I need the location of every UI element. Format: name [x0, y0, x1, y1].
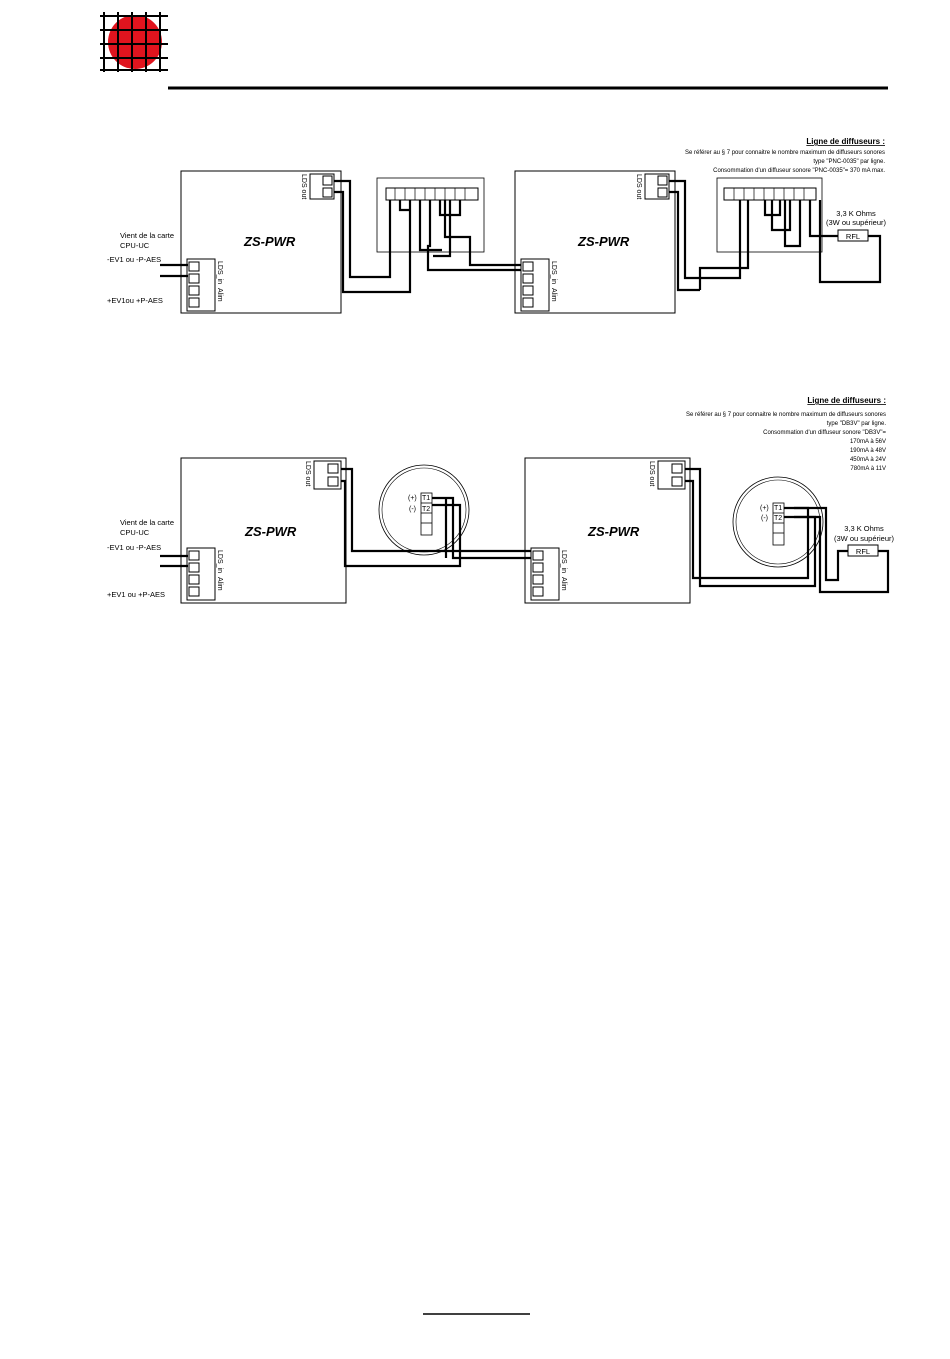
ligne-line3: Consommation d'un diffuseur sonore "PNC-…	[713, 168, 885, 174]
neg-label: -EV1 ou -P-AES	[107, 255, 161, 264]
t2-label: T2	[422, 506, 430, 513]
t2-label: T2	[774, 515, 782, 522]
lds-in-label: LDS_in	[560, 550, 567, 573]
minus-label: (-)	[761, 515, 768, 522]
diffuser-terminal-block-1	[376, 177, 485, 253]
lds-out-label: LDS out	[304, 461, 311, 486]
wiring-pnc	[334, 179, 882, 294]
zs-pwr-board-right: ZS-PWR LDS out LDS_in Alim	[524, 457, 691, 604]
board-title: ZS-PWR	[244, 524, 297, 539]
source-label-2: CPU-UC	[120, 528, 150, 537]
alim-label: Alim	[560, 577, 567, 591]
ligne-line1: Se référer au § 7 pour connaitre le nomb…	[686, 412, 886, 418]
lds-in-label: LDS_in	[550, 261, 557, 284]
source-label-2: CPU-UC	[120, 241, 150, 250]
alim-label: Alim	[216, 288, 223, 302]
ligne-title: Ligne de diffuseurs :	[807, 396, 886, 405]
alim-label: Alim	[550, 288, 557, 302]
minus-label: (-)	[409, 506, 416, 513]
logo-grid	[100, 12, 168, 72]
lds-in-label: LDS_in	[216, 550, 223, 573]
zs-pwr-board-left: ZS-PWR LDS out LDS_in Alim	[180, 457, 347, 604]
resistor-value: 3,3 K Ohms	[844, 524, 884, 533]
lds-out-label: LDS out	[635, 174, 642, 199]
ligne-line1: Se référer au § 7 pour connaitre le nomb…	[685, 150, 885, 156]
zs-pwr-board-left: ZS-PWR LDS out LDS_in Alim	[180, 170, 342, 314]
source-wires	[160, 554, 188, 568]
t1-label: T1	[774, 505, 782, 512]
pos-label: +EV1 ou +P-AES	[107, 590, 165, 599]
neg-label: -EV1 ou -P-AES	[107, 543, 161, 552]
db3v-sounder-1: (+) (-) T1 T2	[378, 464, 470, 556]
ligne-line2: type "DB3V" par ligne.	[827, 421, 887, 427]
resistor-note: (3W ou supérieur)	[826, 218, 887, 227]
logo-red-disc	[108, 15, 162, 69]
wiring-db3v	[341, 467, 890, 594]
lds-out-label: LDS out	[648, 461, 655, 486]
lds-out-label: LDS out	[300, 174, 307, 199]
consumption-3: 450mA à 24V	[850, 457, 886, 463]
pos-label: +EV1ou +P-AES	[107, 296, 163, 305]
zs-pwr-board-right: ZS-PWR LDS out LDS_in Alim	[514, 170, 676, 314]
diagram-pnc: Ligne de diffuseurs : Se référer au § 7 …	[107, 137, 887, 314]
resistor-value: 3,3 K Ohms	[836, 209, 876, 218]
board-title: ZS-PWR	[587, 524, 640, 539]
consumption-1: 170mA à 56V	[850, 439, 886, 445]
source-label-1: Vient de la carte	[120, 518, 174, 527]
ligne-line2: type "PNC-0035" par ligne.	[813, 159, 885, 165]
db3v-sounder-2: (+) (-) T1 T2	[732, 476, 824, 568]
board-title: ZS-PWR	[243, 234, 296, 249]
plus-label: (+)	[408, 495, 417, 502]
t1-label: T1	[422, 495, 430, 502]
consumption-2: 190mA à 48V	[850, 448, 886, 454]
ligne-title: Ligne de diffuseurs :	[806, 137, 885, 146]
ligne-line3: Consommation d'un diffuseur sonore "DB3V…	[763, 430, 886, 436]
company-logo	[100, 12, 168, 72]
resistor-note: (3W ou supérieur)	[834, 534, 895, 543]
consumption-4: 780mA à 11V	[850, 466, 886, 472]
source-label-1: Vient de la carte	[120, 231, 174, 240]
rfl-label: RFL	[856, 547, 870, 556]
board-title: ZS-PWR	[577, 234, 630, 249]
diagram-db3v: Ligne de diffuseurs : Se référer au § 7 …	[107, 396, 895, 604]
lds-in-label: LDS_in	[216, 261, 223, 284]
diffuser-terminal-block-2	[716, 177, 823, 253]
alim-label: Alim	[216, 577, 223, 591]
source-wires	[160, 263, 188, 278]
plus-label: (+)	[760, 505, 769, 512]
rfl-label: RFL	[846, 232, 860, 241]
